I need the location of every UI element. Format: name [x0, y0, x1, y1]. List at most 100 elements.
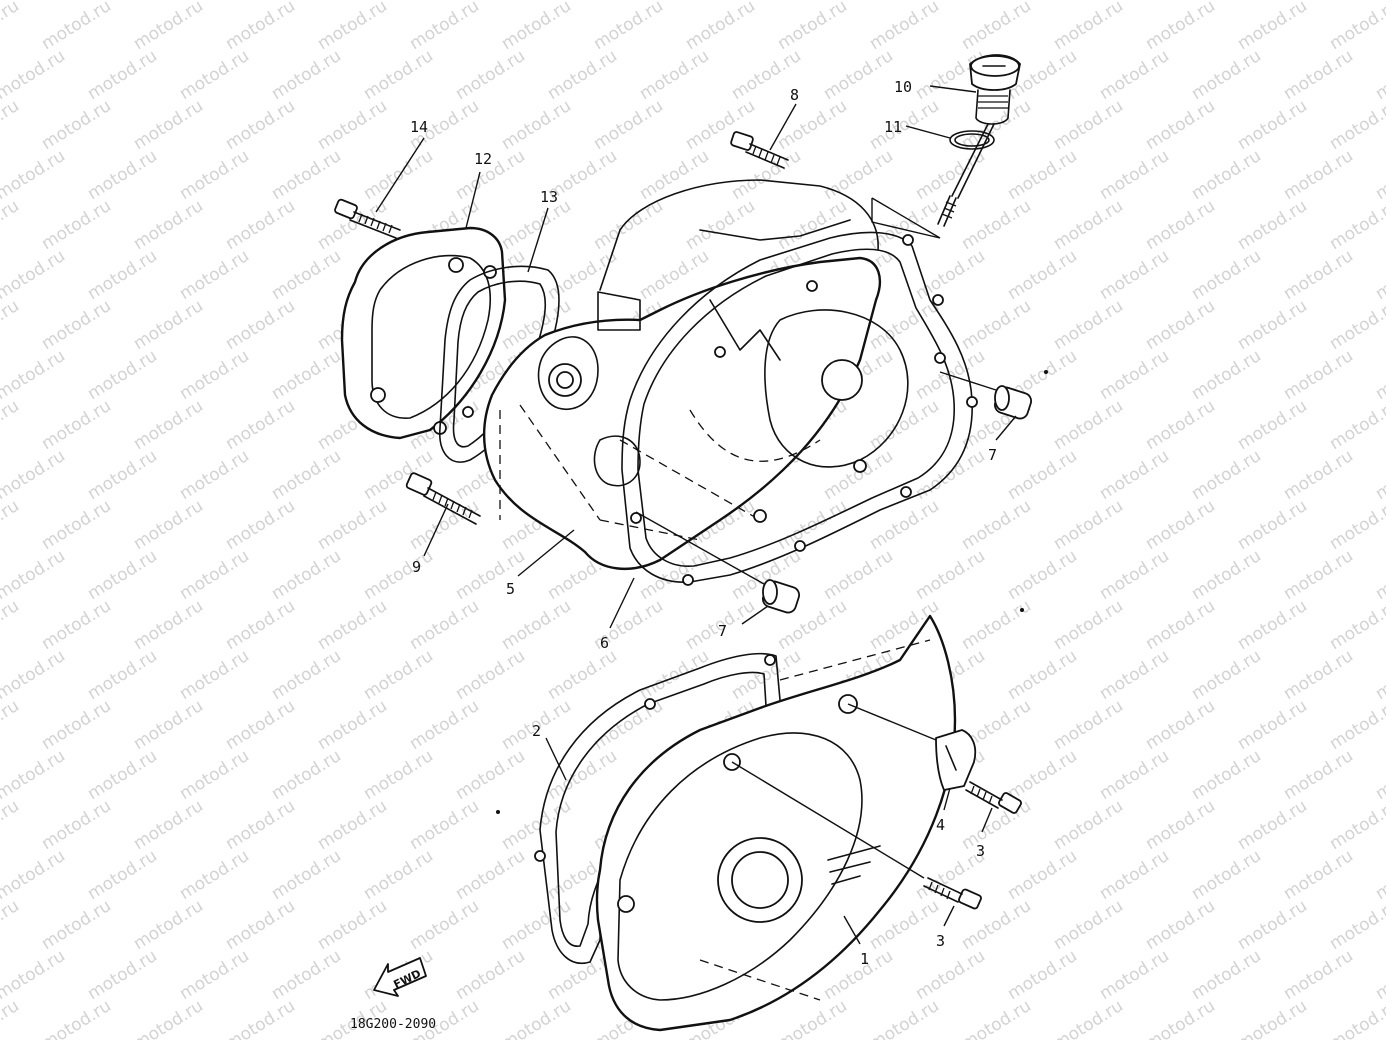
- watermark-text: motod.ru: [1326, 596, 1386, 654]
- watermark-text: motod.ru: [1142, 596, 1219, 654]
- callout-5: 5: [506, 580, 515, 598]
- watermark-text: motod.ru: [130, 0, 207, 54]
- watermark-text: motod.ru: [1234, 396, 1311, 454]
- watermark-text: motod.ru: [222, 0, 299, 54]
- watermark-text: motod.ru: [774, 96, 851, 154]
- watermark-text: motod.ru: [1050, 496, 1127, 554]
- part-10-filler-cap: [937, 54, 1021, 227]
- watermark-text: motod.ru: [498, 796, 575, 854]
- watermark-text: motod.ru: [1188, 246, 1265, 304]
- watermark-text: motod.ru: [1050, 296, 1127, 354]
- watermark-text: motod.ru: [1050, 396, 1127, 454]
- watermark-text: motod.ru: [590, 0, 667, 54]
- watermark-text: motod.ru: [820, 46, 897, 104]
- watermark-text: motod.ru: [1004, 846, 1081, 904]
- part-7-dowel-lower: [761, 579, 801, 614]
- part-12-cover: [340, 226, 507, 440]
- watermark-text: motod.ru: [38, 496, 115, 554]
- watermark-text: motod.ru: [0, 846, 69, 904]
- watermark-text: motod.ru: [636, 146, 713, 204]
- part-9-long-bolt: [405, 472, 481, 525]
- watermark-text: motod.ru: [1142, 196, 1219, 254]
- watermark-text: motod.ru: [498, 596, 575, 654]
- watermark-text: motod.ru: [1096, 546, 1173, 604]
- watermark-text: motod.ru: [1050, 196, 1127, 254]
- watermark-text: motod.ru: [0, 996, 23, 1040]
- watermark-text: motod.ru: [406, 0, 483, 54]
- watermark-text: motod.ru: [1326, 896, 1386, 954]
- watermark-text: motod.ru: [1326, 296, 1386, 354]
- watermark-text: motod.ru: [1326, 496, 1386, 554]
- watermark-text: motod.ru: [1280, 546, 1357, 604]
- watermark-text: motod.ru: [268, 446, 345, 504]
- watermark-text: motod.ru: [406, 896, 483, 954]
- watermark-text: motod.ru: [544, 746, 621, 804]
- watermark-text: motod.ru: [1372, 946, 1386, 1004]
- watermark-text: motod.ru: [452, 946, 529, 1004]
- watermark-text: motod.ru: [268, 346, 345, 404]
- watermark-text: motod.ru: [498, 996, 575, 1040]
- watermark-text: motod.ru: [314, 796, 391, 854]
- part-4-clamp: [935, 729, 977, 791]
- watermark-text: motod.ru: [958, 196, 1035, 254]
- watermark-text: motod.ru: [176, 746, 253, 804]
- watermark-text: motod.ru: [1326, 696, 1386, 754]
- watermark-text: motod.ru: [498, 96, 575, 154]
- part-1-cover: [595, 614, 957, 1032]
- watermark-text: motod.ru: [38, 996, 115, 1040]
- watermark-text: motod.ru: [1004, 246, 1081, 304]
- watermark-text: motod.ru: [1372, 746, 1386, 804]
- watermark-text: motod.ru: [820, 546, 897, 604]
- watermark-text: motod.ru: [866, 496, 943, 554]
- watermark-text: motod.ru: [38, 896, 115, 954]
- part-6-gasket: [621, 231, 978, 586]
- watermark-text: motod.ru: [1004, 646, 1081, 704]
- callout-4: 4: [936, 816, 945, 834]
- watermark-text: motod.ru: [268, 546, 345, 604]
- watermark-text: motod.ru: [1188, 46, 1265, 104]
- watermark-text: motod.ru: [360, 646, 437, 704]
- watermark-text: motod.ru: [176, 46, 253, 104]
- watermark-text: motod.ru: [314, 0, 391, 54]
- watermark-text: motod.ru: [1050, 796, 1127, 854]
- watermark-text: motod.ru: [84, 646, 161, 704]
- watermark-text: motod.ru: [1142, 0, 1219, 54]
- watermark-text: motod.ru: [1096, 846, 1173, 904]
- watermark-text: motod.ru: [314, 696, 391, 754]
- watermark-text: motod.ru: [774, 196, 851, 254]
- watermark-text: motod.ru: [314, 596, 391, 654]
- watermark-text: motod.ru: [0, 646, 69, 704]
- watermark-text: motod.ru: [1188, 546, 1265, 604]
- watermark-text: motod.ru: [1188, 946, 1265, 1004]
- watermark-text: motod.ru: [130, 396, 207, 454]
- watermark-text: motod.ru: [0, 246, 69, 304]
- watermark-text: motod.ru: [958, 296, 1035, 354]
- watermark-text: motod.ru: [222, 96, 299, 154]
- callout-7-lower: 7: [718, 622, 727, 640]
- watermark-text: motod.ru: [130, 996, 207, 1040]
- watermark-text: motod.ru: [84, 246, 161, 304]
- watermark-text: motod.ru: [130, 696, 207, 754]
- watermark-text: motod.ru: [84, 746, 161, 804]
- watermark-text: motod.ru: [1326, 996, 1386, 1040]
- watermark-text: motod.ru: [1280, 946, 1357, 1004]
- watermark-text: motod.ru: [406, 696, 483, 754]
- watermark-text: motod.ru: [1096, 46, 1173, 104]
- watermark-text: motod.ru: [0, 196, 23, 254]
- watermark-text: motod.ru: [130, 896, 207, 954]
- watermark-text: motod.ru: [912, 946, 989, 1004]
- watermark-text: motod.ru: [682, 0, 759, 54]
- watermark-text: motod.ru: [0, 396, 23, 454]
- callout-9: 9: [412, 558, 421, 576]
- watermark-text: motod.ru: [268, 246, 345, 304]
- watermark-text: motod.ru: [360, 146, 437, 204]
- watermark-text: motod.ru: [0, 746, 69, 804]
- watermark-text: motod.ru: [1234, 796, 1311, 854]
- watermark-text: motod.ru: [360, 846, 437, 904]
- watermark-text: motod.ru: [636, 46, 713, 104]
- watermark-text: motod.ru: [774, 996, 851, 1040]
- watermark-text: motod.ru: [1280, 446, 1357, 504]
- watermark-text: motod.ru: [1372, 646, 1386, 704]
- watermark-text: motod.ru: [130, 196, 207, 254]
- watermark-text: motod.ru: [958, 796, 1035, 854]
